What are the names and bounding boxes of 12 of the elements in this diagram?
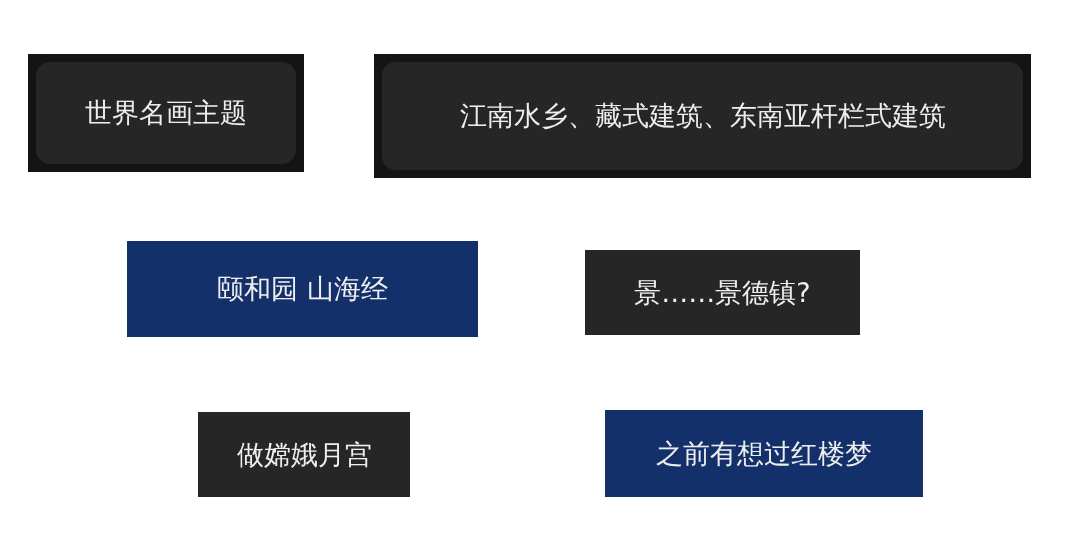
text-box — [605, 410, 923, 497]
text-box — [28, 54, 304, 172]
box-label: 颐和园 山海经 — [217, 272, 388, 306]
text-box — [374, 54, 1031, 178]
text-box — [585, 250, 860, 335]
text-box — [198, 412, 410, 497]
box-label: 世界名画主题 — [85, 96, 247, 130]
box-label: 江南水乡、藏式建筑、东南亚杆栏式建筑 — [459, 99, 946, 133]
box-label: 之前有想过红楼梦 — [656, 436, 872, 471]
box-label: 景……景德镇? — [634, 275, 811, 310]
text-box — [127, 241, 478, 337]
box-label: 做嫦娥月宫 — [236, 437, 372, 472]
